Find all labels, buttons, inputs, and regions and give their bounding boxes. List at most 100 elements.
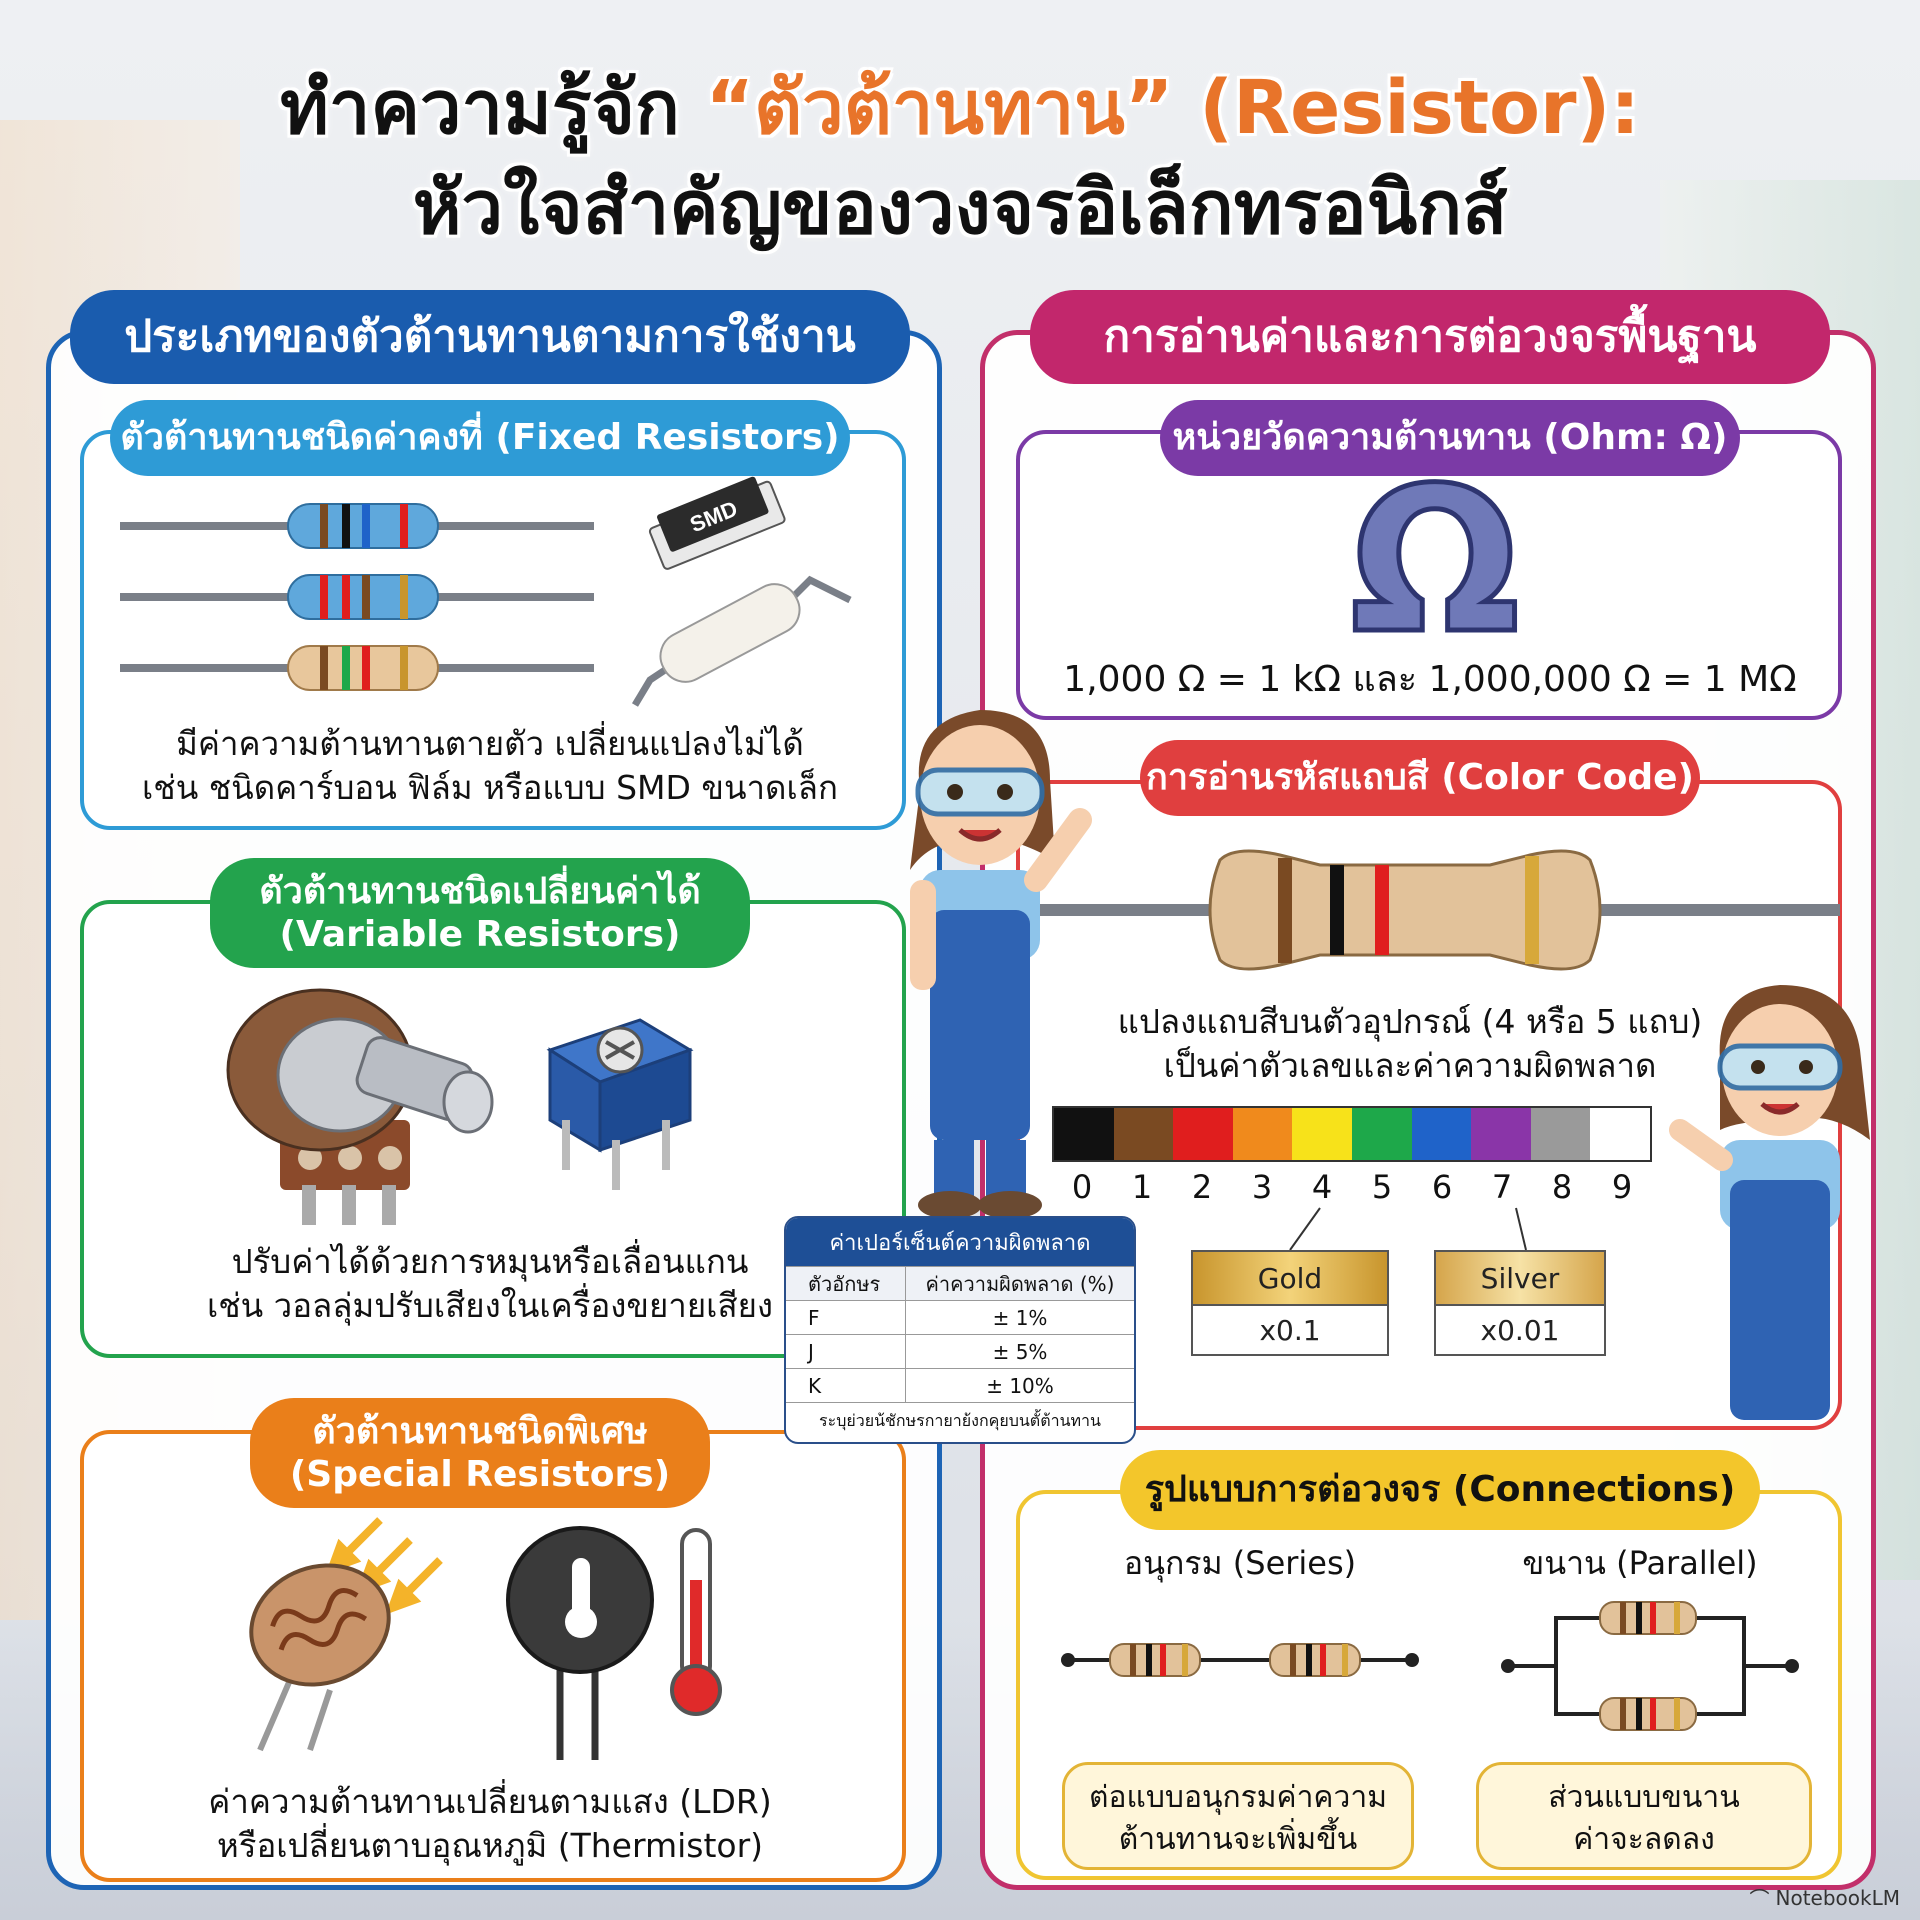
thermistor-icon	[506, 1526, 654, 1760]
color-code-resistor	[1020, 849, 1840, 971]
tolerance-col-value: ค่าความผิดพลาด (%)	[925, 1271, 1115, 1296]
variable-heading-line1: ตัวต้านทานชนิดเปลี่ยนค่าได้	[259, 870, 701, 912]
special-desc-line2: หรือเปลี่ยนตาบอุณหภูมิ (Thermistor)	[216, 1826, 764, 1865]
engineer-character-right	[1669, 985, 1870, 1420]
tolerance-letter: K	[786, 1369, 906, 1402]
color-swatch	[1411, 1108, 1472, 1160]
ldr-icon	[249, 1563, 391, 1752]
color-digit: 7	[1491, 1168, 1513, 1206]
footer-brand-text: NotebookLM	[1775, 1885, 1901, 1910]
gold-value: x0.1	[1193, 1304, 1387, 1354]
film-resistor	[631, 575, 852, 707]
ohm-unit-card	[1016, 430, 1842, 720]
table-row: K ± 10%	[786, 1368, 1134, 1402]
fixed-resistors-description: มีค่าความต้านทานตายตัว เปลี่ยนแปลงไม่ได้…	[100, 722, 880, 810]
gold-label: Gold	[1193, 1252, 1387, 1304]
silver-multiplier: Silver x0.01	[1434, 1250, 1606, 1356]
footer-brand: ⌒ NotebookLM	[1750, 1883, 1901, 1912]
color-swatch	[1590, 1108, 1650, 1160]
tolerance-table-heading: ค่าเปอร์เซ็นต์ความผิดพลาด	[786, 1218, 1134, 1266]
tolerance-value: ± 5%	[992, 1339, 1048, 1364]
tolerance-letter: J	[786, 1335, 906, 1368]
tolerance-table-note: ระบุย่วยน้ชักษรกายาย้งกคุยบนตั้ต้านทาน	[786, 1402, 1134, 1442]
title-line1-highlight: “ตัวต้านทาน” (Resistor):	[705, 65, 1640, 151]
title-line2: หัวใจสำคัญของวงจรอิเล็กทรอนิกส์	[412, 165, 1508, 251]
special-desc-line1: ค่าความต้านทานเปลี่ยนตามแสง (LDR)	[208, 1782, 772, 1821]
special-heading-line1: ตัวต้านทานชนิดพิเศษ	[312, 1410, 648, 1452]
variable-resistors-heading: ตัวต้านทานชนิดเปลี่ยนค่าได้(Variable Res…	[210, 858, 750, 968]
color-swatch	[1530, 1108, 1591, 1160]
tolerance-value: ± 1%	[992, 1305, 1048, 1330]
engineer-character-center	[910, 710, 1092, 1219]
color-desc-line2: เป็นค่าตัวเลขและค่าความผิดพลาด	[1163, 1046, 1657, 1085]
color-swatch	[1471, 1108, 1531, 1160]
special-resistors-heading: ตัวต้านทานชนิดพิเศษ(Special Resistors)	[250, 1398, 710, 1508]
axial-resistor-blue-2	[120, 574, 594, 620]
color-digit: 0	[1071, 1168, 1093, 1206]
variable-desc-line1: ปรับค่าได้ด้วยการหมุนหรือเลื่อนแกน	[231, 1242, 749, 1281]
color-digit: 6	[1431, 1168, 1453, 1206]
series-circuit-diagram	[1061, 1643, 1419, 1677]
parallel-note-line2: ค่าจะลดลง	[1573, 1822, 1715, 1857]
tolerance-value: ± 10%	[986, 1373, 1054, 1398]
series-note-line2: ต้านทานจะเพิ่มขึ้น	[1118, 1822, 1358, 1857]
parallel-label: ขนาน (Parallel)	[1522, 1544, 1758, 1582]
table-row: F ± 1%	[786, 1300, 1134, 1334]
parallel-circuit-diagram	[1501, 1601, 1799, 1731]
color-digit: 9	[1611, 1168, 1633, 1206]
gold-multiplier: Gold x0.1	[1191, 1250, 1389, 1356]
parallel-note: ส่วนแบบขนาน ค่าจะลดลง	[1476, 1762, 1812, 1870]
series-note: ต่อแบบอนุกรมค่าความ ต้านทานจะเพิ่มขึ้น	[1062, 1762, 1414, 1870]
variable-resistors-card	[80, 900, 906, 1358]
fixed-desc-line1: มีค่าความต้านทานตายตัว เปลี่ยนแปลงไม่ได้	[176, 724, 804, 763]
variable-resistors-description: ปรับค่าได้ด้วยการหมุนหรือเลื่อนแกน เช่น …	[100, 1240, 880, 1328]
multiplier-pointers	[1289, 1207, 1527, 1251]
color-code-description: แปลงแถบสีบนตัวอุปกรณ์ (4 หรือ 5 แถบ) เป็…	[1080, 1000, 1740, 1088]
color-digit: 3	[1251, 1168, 1273, 1206]
ohm-equation: 1,000 Ω = 1 kΩ และ 1,000,000 Ω = 1 MΩ	[1063, 659, 1797, 700]
table-row: J ± 5%	[786, 1334, 1134, 1368]
silver-label: Silver	[1436, 1252, 1604, 1304]
silver-value: x0.01	[1436, 1304, 1604, 1354]
connections-heading: รูปแบบการต่อวงจร (Connections)	[1120, 1450, 1760, 1530]
fixed-desc-line2: เช่น ชนิดคาร์บอน ฟิล์ม หรือแบบ SMD ขนาดเ…	[142, 768, 838, 807]
color-digit: 1	[1131, 1168, 1153, 1206]
color-swatch	[1113, 1108, 1174, 1160]
page-title: ทำความรู้จัก “ตัวต้านทาน” (Resistor): หั…	[0, 58, 1920, 258]
axial-resistor-blue-1	[120, 503, 594, 549]
color-digit: 2	[1191, 1168, 1213, 1206]
fixed-resistors-illustration: SMD	[120, 476, 852, 707]
special-heading-line2: (Special Resistors)	[289, 1454, 671, 1495]
series-note-line1: ต่อแบบอนุกรมค่าความ	[1089, 1780, 1387, 1815]
color-digit: 4	[1311, 1168, 1333, 1206]
thermometer-icon	[670, 1528, 722, 1716]
notebooklm-logo-icon: ⌒	[1749, 1887, 1770, 1911]
color-code-bar	[1052, 1106, 1652, 1162]
resistor-types-heading: ประเภทของตัวต้านทานตามการใช้งาน	[70, 290, 910, 384]
color-desc-line1: แปลงแถบสีบนตัวอุปกรณ์ (4 หรือ 5 แถบ)	[1117, 1002, 1703, 1041]
reading-connection-heading: การอ่านค่าและการต่อวงจรพื้นฐาน	[1030, 290, 1830, 384]
fixed-resistors-heading: ตัวต้านทานชนิดค่าคงที่ (Fixed Resistors)	[110, 400, 850, 476]
color-swatch	[1351, 1108, 1412, 1160]
variable-resistors-illustration	[226, 988, 694, 1225]
special-resistors-description: ค่าความต้านทานเปลี่ยนตามแสง (LDR) หรือเป…	[100, 1780, 880, 1868]
color-digit: 5	[1371, 1168, 1393, 1206]
ohm-icon: Ω	[1347, 443, 1522, 681]
tolerance-table-header-row: ตัวอักษร ค่าความผิดพลาด (%)	[786, 1266, 1134, 1300]
tolerance-col-letter: ตัวอักษร	[786, 1267, 906, 1300]
color-digit: 8	[1551, 1168, 1573, 1206]
color-swatch	[1173, 1108, 1233, 1160]
ohm-unit-heading: หน่วยวัดความต้านทาน (Ohm: Ω)	[1160, 400, 1740, 476]
trimmer-potentiometer	[546, 1018, 694, 1190]
ohm-symbol-text: Ω	[1350, 445, 1520, 678]
parallel-note-line1: ส่วนแบบขนาน	[1548, 1780, 1740, 1815]
color-code-heading: การอ่านรหัสแถบสี (Color Code)	[1140, 740, 1700, 816]
potentiometer	[226, 988, 494, 1225]
tolerance-table: ค่าเปอร์เซ็นต์ความผิดพลาด ตัวอักษร ค่าคว…	[784, 1216, 1136, 1444]
variable-heading-line2: (Variable Resistors)	[279, 914, 681, 955]
light-arrows-icon	[325, 1517, 443, 1615]
series-label: อนุกรม (Series)	[1123, 1544, 1357, 1582]
smd-resistor: SMD	[648, 476, 786, 570]
color-swatch	[1292, 1108, 1352, 1160]
